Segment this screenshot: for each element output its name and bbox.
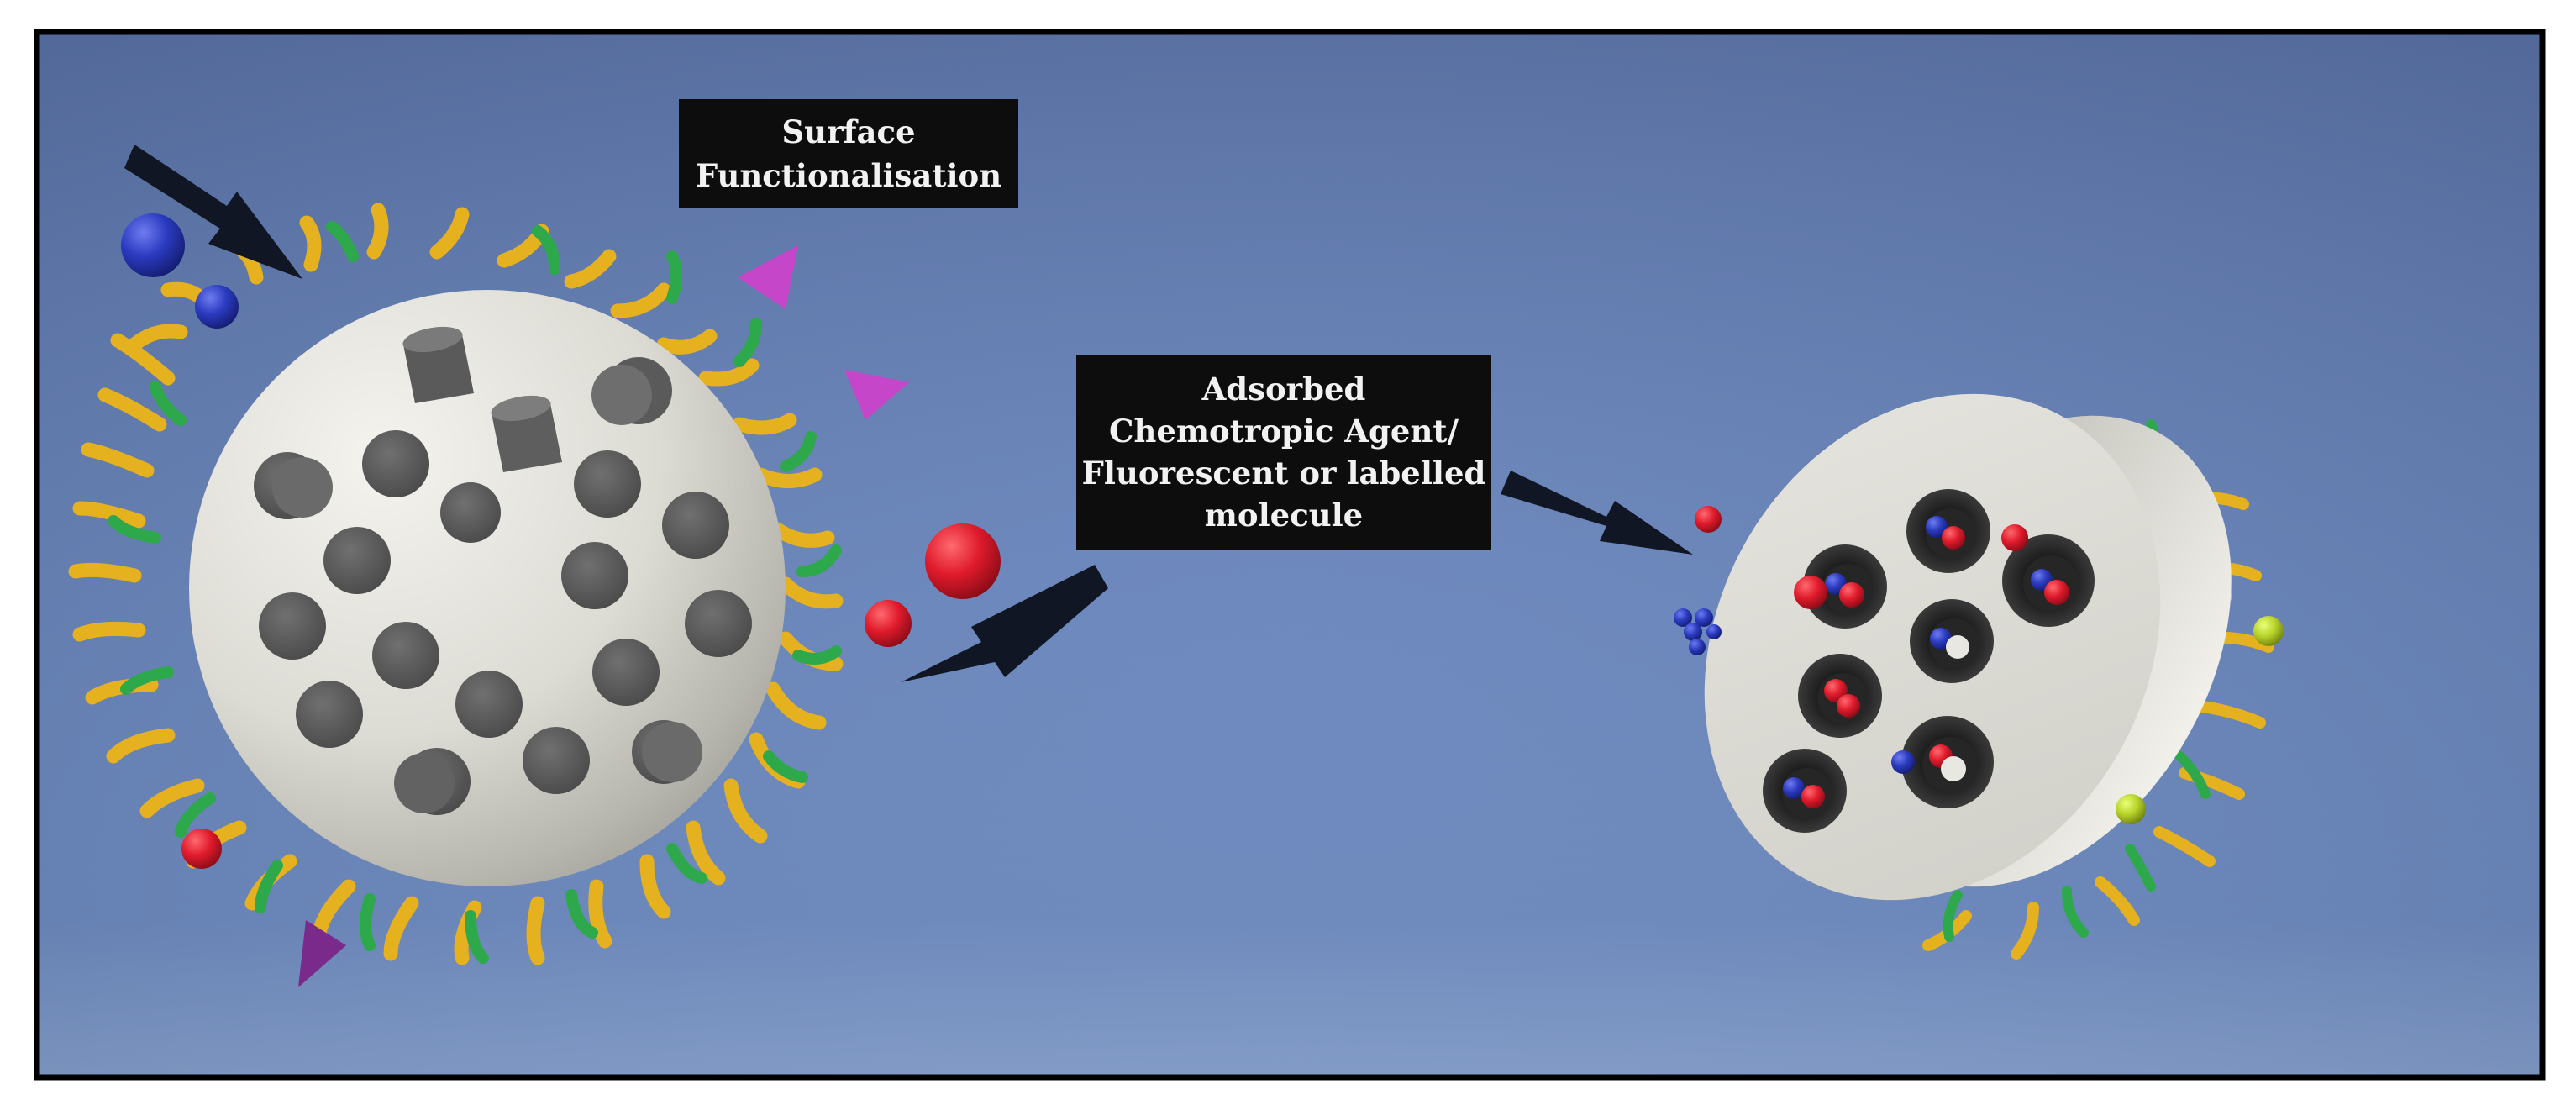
green-chains [108,221,842,964]
arrows [124,145,1693,682]
label-line: Fluorescent or labelled [1081,455,1486,492]
pore-cylinders [272,326,702,813]
purple-triangle [298,920,346,987]
blue-molecule [121,213,185,277]
label-surface-functionalisation: Surface Functionalisation [679,99,1018,208]
label-line: Chemotropic Agent/ [1109,413,1459,450]
magenta-triangle [844,370,909,420]
arrow-adsorbed-left [901,565,1108,682]
red-molecule [181,829,222,869]
red-molecule [925,523,1001,599]
label-line: Adsorbed [1201,371,1366,408]
spherical-nanoparticle [68,203,1001,987]
sphere-body [189,290,786,886]
label-line: Functionalisation [695,157,1002,194]
loaded-pores [1763,489,2095,833]
red-molecule [865,600,912,647]
magenta-triangle [738,245,798,309]
blue-molecule-cluster [1674,608,1722,655]
lime-ligand [2116,794,2146,824]
particle-cross-section [1674,393,2284,960]
label-line: Surface [781,113,916,150]
red-molecule [1695,506,1722,533]
arrow-surface [124,145,302,279]
label-adsorbed-agent: Adsorbed Chemotropic Agent/ Fluorescent … [1076,355,1491,550]
frame-border [34,29,2546,1081]
blue-molecule [195,285,239,329]
arrow-adsorbed-right [1501,471,1693,555]
label-line: molecule [1204,497,1364,534]
lime-ligand [2253,616,2284,646]
